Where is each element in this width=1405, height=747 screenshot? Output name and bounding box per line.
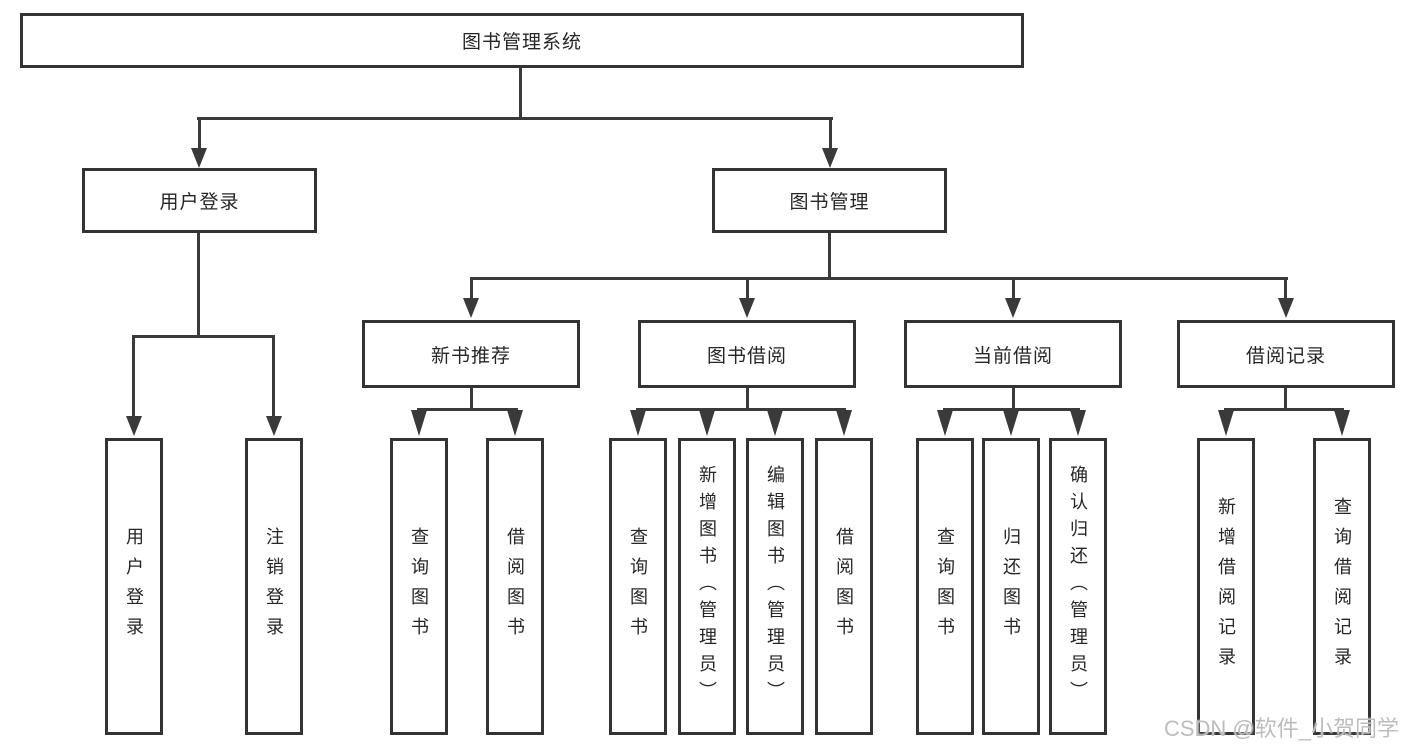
leaf-confirm-return-admin: 确认归还（管理员） bbox=[1049, 438, 1107, 735]
node-borrowing-records: 借阅记录 bbox=[1177, 320, 1395, 388]
leaf-return-books: 归还图书 bbox=[982, 438, 1040, 735]
arrowhead-down-icon bbox=[1003, 410, 1019, 436]
node-label: 借阅记录 bbox=[1245, 345, 1326, 367]
connector-line bbox=[470, 277, 473, 300]
connector-line bbox=[197, 117, 833, 120]
leaf-search-books-borrowing: 查询图书 bbox=[609, 438, 667, 735]
node-library-management-system: 图书管理系统 bbox=[20, 13, 1024, 68]
node-book-borrowing: 图书借阅 bbox=[638, 320, 856, 388]
node-label: 图书管理系统 bbox=[461, 32, 582, 53]
connector-line bbox=[1224, 408, 1344, 411]
node-current-borrowing: 当前借阅 bbox=[904, 320, 1122, 388]
arrowhead-down-icon bbox=[630, 410, 646, 436]
connector-line bbox=[519, 68, 522, 120]
arrowhead-down-icon bbox=[1218, 410, 1234, 436]
node-label: 用户登录 bbox=[159, 192, 240, 213]
node-label: 图书借阅 bbox=[706, 345, 787, 367]
leaf-user-login: 用户登录 bbox=[105, 438, 163, 735]
connector-line bbox=[746, 277, 749, 300]
connector-line bbox=[943, 408, 1080, 411]
connector-line bbox=[828, 233, 831, 280]
node-book-management: 图书管理 bbox=[712, 168, 947, 233]
arrowhead-down-icon bbox=[507, 410, 523, 436]
node-label: 图书管理 bbox=[789, 192, 870, 213]
arrowhead-down-icon bbox=[767, 410, 783, 436]
node-label: 借阅图书 bbox=[834, 526, 854, 647]
node-label: 确认归还（管理员） bbox=[1068, 465, 1088, 708]
leaf-borrow-books-recommend: 借阅图书 bbox=[486, 438, 544, 735]
node-label: 查询借阅记录 bbox=[1332, 496, 1352, 677]
connector-line bbox=[1012, 277, 1015, 300]
connector-line bbox=[197, 233, 200, 338]
arrowhead-down-icon bbox=[739, 298, 755, 318]
node-label: 借阅图书 bbox=[505, 526, 525, 647]
leaf-borrow-books-borrowing: 借阅图书 bbox=[815, 438, 873, 735]
node-label: 新书推荐 bbox=[430, 345, 511, 367]
node-label: 注销登录 bbox=[264, 526, 284, 647]
leaf-logout: 注销登录 bbox=[245, 438, 303, 735]
connector-line bbox=[636, 408, 846, 411]
connector-line bbox=[746, 388, 749, 411]
node-new-book-recommendation: 新书推荐 bbox=[362, 320, 580, 388]
leaf-search-books-current: 查询图书 bbox=[916, 438, 974, 735]
arrowhead-down-icon bbox=[126, 416, 142, 436]
leaf-add-book-admin: 新增图书（管理员） bbox=[678, 438, 736, 735]
arrowhead-down-icon bbox=[1070, 410, 1086, 436]
node-label: 新增借阅记录 bbox=[1216, 496, 1236, 677]
connector-line bbox=[470, 388, 473, 411]
connector-line bbox=[198, 117, 201, 150]
connector-line bbox=[132, 335, 275, 338]
arrowhead-down-icon bbox=[937, 410, 953, 436]
node-label: 编辑图书（管理员） bbox=[765, 465, 785, 708]
node-label: 新增图书（管理员） bbox=[697, 465, 717, 708]
arrowhead-down-icon bbox=[699, 410, 715, 436]
connector-line bbox=[1012, 388, 1015, 411]
connector-line bbox=[132, 335, 135, 418]
leaf-edit-book-admin: 编辑图书（管理员） bbox=[746, 438, 804, 735]
arrowhead-down-icon bbox=[1005, 298, 1021, 318]
connector-line bbox=[417, 408, 518, 411]
arrowhead-down-icon bbox=[1334, 410, 1350, 436]
node-label: 查询图书 bbox=[409, 526, 429, 647]
arrowhead-down-icon bbox=[1278, 298, 1294, 318]
arrowhead-down-icon bbox=[463, 298, 479, 318]
leaf-add-borrow-record: 新增借阅记录 bbox=[1197, 438, 1255, 735]
node-label: 归还图书 bbox=[1001, 526, 1021, 647]
node-user-login: 用户登录 bbox=[82, 168, 317, 233]
leaf-search-borrow-record: 查询借阅记录 bbox=[1313, 438, 1371, 735]
connector-line bbox=[272, 335, 275, 418]
connector-line bbox=[829, 117, 832, 150]
connector-line bbox=[470, 277, 1288, 280]
node-label: 用户登录 bbox=[124, 526, 144, 647]
connector-line bbox=[1284, 388, 1287, 411]
node-label: 查询图书 bbox=[935, 526, 955, 647]
arrowhead-down-icon bbox=[822, 148, 838, 168]
node-label: 查询图书 bbox=[628, 526, 648, 647]
watermark: CSDN @软件_小贺同学 bbox=[1163, 716, 1399, 741]
leaf-search-books-recommend: 查询图书 bbox=[390, 438, 448, 735]
connector-line bbox=[1284, 277, 1287, 300]
arrowhead-down-icon bbox=[266, 416, 282, 436]
arrowhead-down-icon bbox=[836, 410, 852, 436]
arrowhead-down-icon bbox=[191, 148, 207, 168]
node-label: 当前借阅 bbox=[972, 345, 1053, 367]
arrowhead-down-icon bbox=[411, 410, 427, 436]
